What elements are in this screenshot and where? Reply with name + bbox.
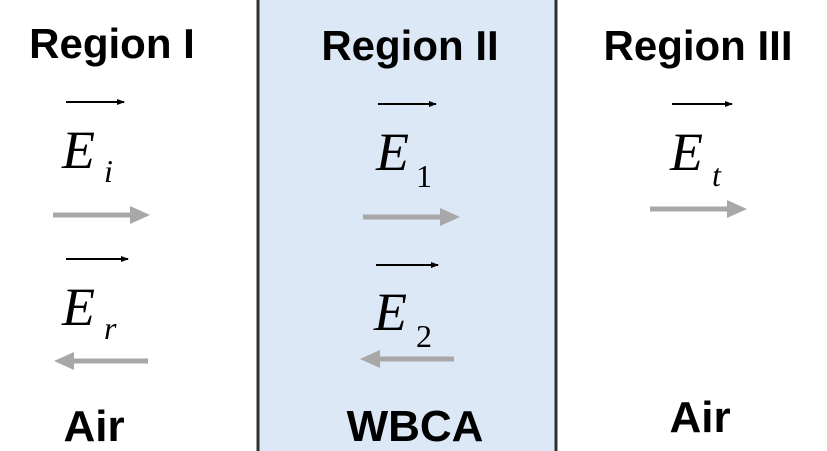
field-subscript: 1 <box>416 158 432 194</box>
region-1-title: Region I <box>29 20 195 67</box>
region-3-medium-label: Air <box>669 393 730 442</box>
region-2-title: Region II <box>321 22 498 69</box>
region-3-title: Region III <box>604 22 793 69</box>
incident-field: E i <box>61 99 125 189</box>
field-subscript: i <box>104 153 113 189</box>
region-1-medium-label: Air <box>63 402 124 451</box>
field-subscript: t <box>712 157 722 193</box>
field-symbol: E <box>373 282 407 342</box>
field-subscript: 2 <box>416 318 432 354</box>
backward-arrow-region-2 <box>360 350 454 368</box>
field-symbol: E <box>669 122 703 182</box>
field-symbol: E <box>375 122 409 182</box>
region-2-slab <box>258 0 556 451</box>
forward-arrow-region-1 <box>53 206 150 224</box>
reflected-field: E r <box>61 256 129 346</box>
forward-arrow-region-3 <box>650 200 747 218</box>
forward-field-1: E 1 <box>375 101 437 194</box>
field-symbol: E <box>61 277 95 337</box>
transmitted-field: E t <box>669 101 733 193</box>
forward-arrow-region-2 <box>363 208 460 226</box>
backward-field-2: E 2 <box>373 262 439 354</box>
field-symbol: E <box>61 120 95 180</box>
field-subscript: r <box>104 310 117 346</box>
backward-arrow-region-1 <box>54 352 148 370</box>
region-2-medium-label: WBCA <box>347 402 484 451</box>
